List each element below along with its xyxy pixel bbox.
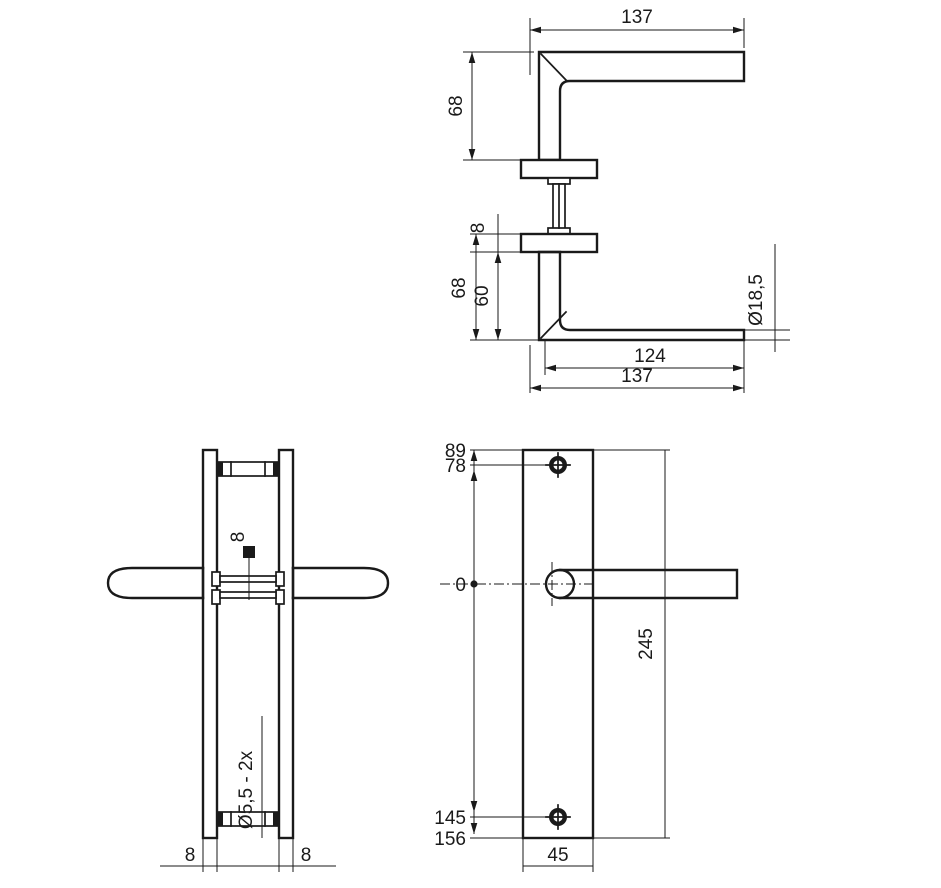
screw-hole-callout: Ø5,5 - 2x (236, 716, 263, 838)
dim-label-0: 0 (455, 575, 466, 596)
dim-label-89: 89 (445, 441, 466, 462)
dim-plate-length: 245 (593, 449, 670, 839)
dim-label-156: 156 (434, 829, 466, 850)
dim-label-8-rosette: 8 (468, 223, 489, 234)
dim-label-245: 245 (636, 628, 657, 660)
lever-left-edge-view (106, 566, 205, 600)
upper-rosette (519, 158, 599, 180)
dim-label-137-top: 137 (621, 7, 653, 28)
dim-label-diameter-18-5: Ø18,5 (746, 274, 767, 326)
dim-label-8-right: 8 (301, 845, 312, 866)
dim-overall-length-bottom: 137 (529, 345, 745, 393)
dim-plate-width: 45 (522, 838, 594, 872)
lower-lever-outline (537, 250, 746, 342)
plate-edge-view: 8 Ø5,5 - 2x 8 8 (106, 448, 390, 872)
dim-lever-height-top: 68 (446, 51, 534, 161)
dim-upper-screw-center: 78 (445, 456, 558, 584)
square-spindle-edge-view (211, 571, 285, 605)
side-elevation-view: 137 68 8 68 60 (446, 7, 790, 393)
bottom-fixing-screw-edge (216, 811, 280, 827)
dim-label-78: 78 (445, 456, 466, 477)
dim-overall-length-top: 137 (529, 7, 745, 75)
dim-plate-thickness-right: 8 (247, 838, 336, 872)
dim-lever-diameter: Ø18,5 (744, 244, 790, 352)
dim-label-137-bottom: 137 (621, 366, 653, 387)
dim-label-68-bottom: 68 (449, 277, 470, 298)
dim-label-45: 45 (547, 845, 568, 866)
lever-center-line (440, 562, 595, 606)
dim-label-8-left: 8 (185, 845, 196, 866)
square-spindle-callout: 8 (228, 532, 255, 600)
top-fixing-screw-edge (216, 461, 280, 477)
lower-rosette (519, 232, 599, 254)
dim-label-68-top: 68 (446, 95, 467, 116)
plate-front-view: 89 78 0 145 156 245 (434, 441, 739, 872)
dim-label-124: 124 (634, 346, 666, 367)
dim-label-60: 60 (472, 285, 493, 306)
dim-plate-thickness-left: 8 (160, 838, 250, 872)
dim-label-spindle-8: 8 (228, 532, 249, 543)
backplate-left-profile (201, 448, 219, 840)
upper-lever-outline (537, 50, 746, 162)
dim-plate-bottom-edge: 156 (434, 584, 523, 850)
dim-lever-clear-height: 60 (472, 251, 539, 341)
lever-right-edge-view (291, 566, 390, 600)
square-spindle-side (547, 177, 571, 235)
dim-lever-grip-length: 124 (544, 340, 745, 375)
backplate-right-profile (277, 448, 295, 840)
dim-label-hole-diameter: Ø5,5 - 2x (236, 750, 257, 829)
dim-label-145: 145 (434, 808, 466, 829)
backplate-front-outline (521, 448, 595, 840)
